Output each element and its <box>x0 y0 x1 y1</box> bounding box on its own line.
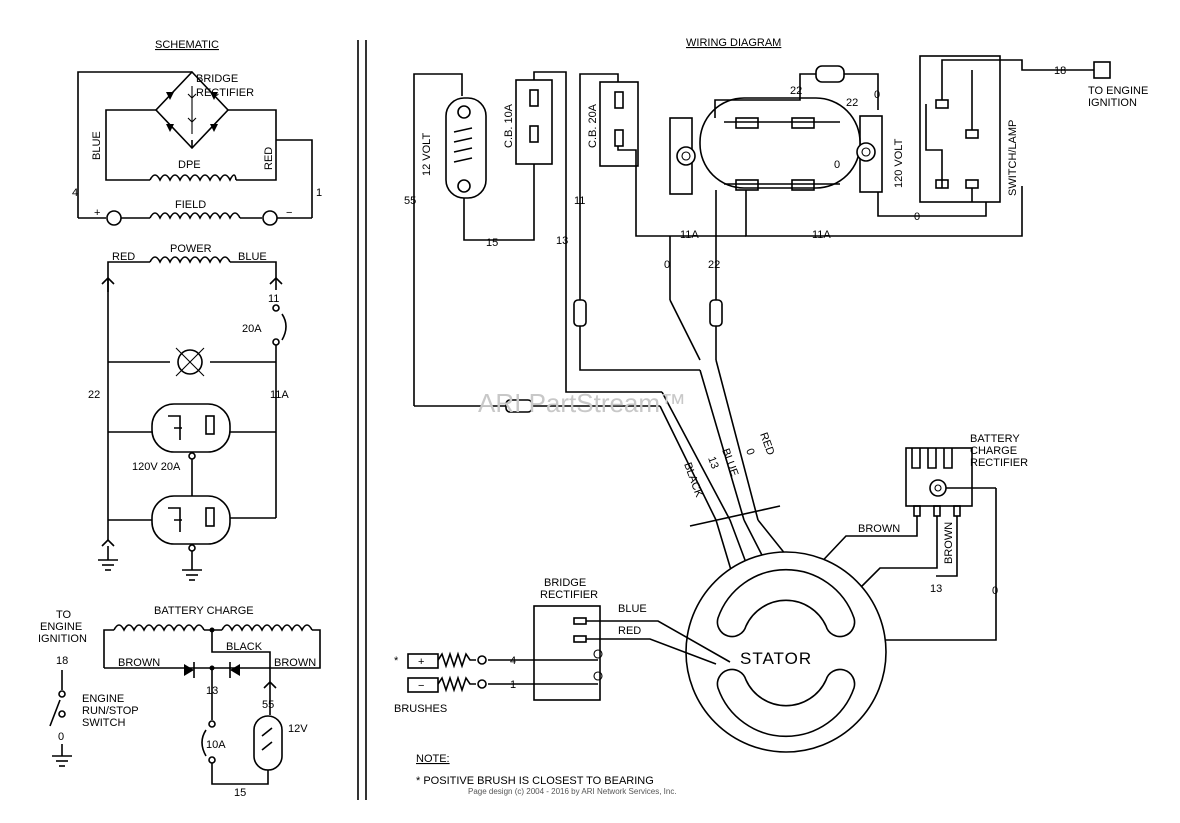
wiring-55-label: 55 <box>404 195 416 207</box>
wiring-22-label-a: 22 <box>790 85 802 97</box>
engine-run-label-1: ENGINE <box>82 693 124 705</box>
bridge-bottom-label-1: BRIDGE <box>544 577 586 589</box>
wiring-120v-label: 120 VOLT <box>893 138 905 188</box>
battery-brown-label-1: BROWN <box>118 657 160 669</box>
wiring-12v-label: 12 VOLT <box>421 133 433 176</box>
bridge-blue-label: BLUE <box>618 603 647 615</box>
bcr-0-label: 0 <box>992 585 998 597</box>
field-label: FIELD <box>175 199 206 211</box>
schematic-bridge-section <box>77 70 313 226</box>
brush-star-label: * <box>394 655 399 667</box>
bcr-13-label: 13 <box>930 583 942 595</box>
to-engine-label-2: IGNITION <box>1088 97 1137 109</box>
brush-4-label: 4 <box>510 655 516 667</box>
battery-12v-label: 12V <box>288 723 308 735</box>
footer-text: Page design (c) 2004 - 2016 by ARI Netwo… <box>468 787 677 796</box>
wiring-switch-lamp-label: SWITCH/LAMP <box>1007 120 1019 196</box>
wiring-22-label: 22 <box>708 259 720 271</box>
wiring-0-label-b: 0 <box>834 159 840 171</box>
bridge-label-1: BRIDGE <box>196 73 238 85</box>
node-4-label: 4 <box>72 187 78 199</box>
wiring-22-label-b: 22 <box>846 97 858 109</box>
battery-breaker-10a-label: 10A <box>206 739 226 751</box>
cable-red-label: RED <box>757 431 776 457</box>
engine-ignition-label-1: ENGINE <box>40 621 82 633</box>
cable-0-label: 0 <box>743 447 756 457</box>
battery-charge-circuit <box>103 624 321 785</box>
wiring-0-label: 0 <box>664 259 670 271</box>
wiring-top-components <box>413 55 1111 406</box>
brush-minus-label: − <box>418 680 424 692</box>
power-label: POWER <box>170 243 212 255</box>
bridge-label-2: RECTIFIER <box>196 87 254 99</box>
wiring-0-label-a: 0 <box>874 89 880 101</box>
cable-blue-label: BLUE <box>719 447 740 478</box>
bcr-label-1: BATTERY <box>970 433 1020 445</box>
battery-charge-title: BATTERY CHARGE <box>154 605 254 617</box>
engine-node-0-label: 0 <box>58 731 64 743</box>
receptacle-rating-label: 120V 20A <box>132 461 181 473</box>
note-text: * POSITIVE BRUSH IS CLOSEST TO BEARING <box>416 775 654 787</box>
schematic-header: SCHEMATIC <box>155 39 219 51</box>
to-engine-label-1: TO ENGINE <box>1088 85 1148 97</box>
node-11-label: 11 <box>268 293 279 305</box>
power-blue-label: BLUE <box>238 251 267 263</box>
breaker-20a-label: 20A <box>242 323 262 335</box>
node-1-label: 1 <box>316 187 322 199</box>
wiring-cb20-label: C.B. 20A <box>587 103 599 148</box>
battery-black-label: BLACK <box>226 641 263 653</box>
field-plus-label: + <box>94 207 100 219</box>
brush-1-label: 1 <box>510 679 516 691</box>
wiring-cable <box>414 299 831 611</box>
cable-13-label: 13 <box>705 455 720 471</box>
brushes-label: BRUSHES <box>394 703 447 715</box>
wiring-header: WIRING DIAGRAM <box>686 37 781 49</box>
field-minus-label: − <box>286 207 292 219</box>
wiring-13-label: 13 <box>556 235 568 247</box>
schematic-blue-label: BLUE <box>91 131 103 160</box>
wiring-0-label-c: 0 <box>914 211 920 223</box>
battery-node-15-label: 15 <box>234 787 246 799</box>
node-11a-label: 11A <box>270 389 289 401</box>
bridge-rectifier <box>407 605 731 701</box>
bridge-bottom-label-2: RECTIFIER <box>540 589 598 601</box>
engine-run-label-2: RUN/STOP <box>82 705 139 717</box>
schematic-red-label: RED <box>263 147 275 170</box>
wiring-15-label: 15 <box>486 237 498 249</box>
engine-switch <box>49 670 72 767</box>
wiring-18-label: 18 <box>1054 65 1066 77</box>
stator-label: STATOR <box>740 649 812 668</box>
wiring-cb10-label: C.B. 10A <box>503 103 515 148</box>
bcr-label-2: CHARGE <box>970 445 1017 457</box>
engine-run-label-3: SWITCH <box>82 717 125 729</box>
engine-to-label: TO <box>56 609 72 621</box>
node-22-label: 22 <box>88 389 100 401</box>
wiring-11a-label-2: 11A <box>812 229 831 241</box>
bcr-label-3: RECTIFIER <box>970 457 1028 469</box>
bcr-brown-label-2: BROWN <box>943 522 955 564</box>
brush-plus-label: + <box>418 656 424 668</box>
power-circuit <box>98 256 287 581</box>
engine-ignition-label-2: IGNITION <box>38 633 87 645</box>
battery-brown-label-2: BROWN <box>274 657 316 669</box>
bridge-red-label: RED <box>618 625 641 637</box>
battery-node-13-label: 13 <box>206 685 218 697</box>
watermark: ARI PartStream™ <box>478 388 686 418</box>
wiring-11a-label-1: 11A <box>680 229 699 241</box>
battery-node-55-label: 55 <box>262 699 274 711</box>
engine-node-18-label: 18 <box>56 655 68 667</box>
wiring-11-label: 11 <box>574 195 585 207</box>
dpe-label: DPE <box>178 159 201 171</box>
bcr-brown-label: BROWN <box>858 523 900 535</box>
note-title: NOTE: <box>416 753 450 765</box>
power-red-label: RED <box>112 251 135 263</box>
